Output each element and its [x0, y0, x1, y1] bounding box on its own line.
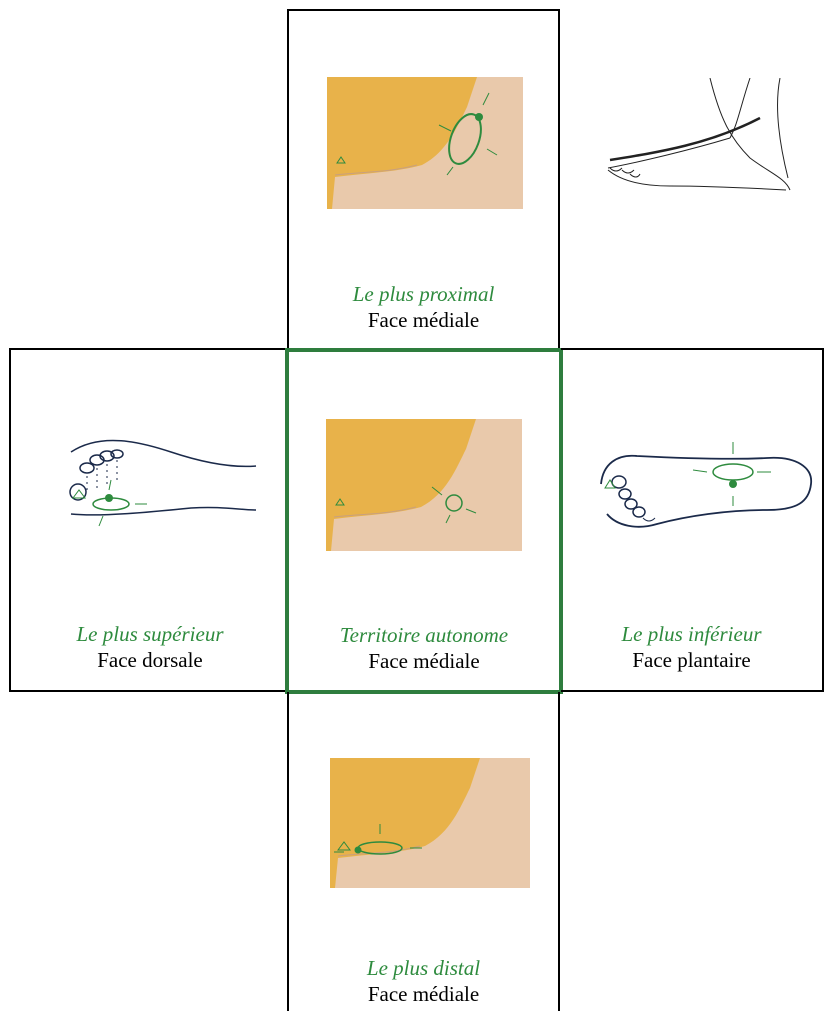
foot-sketch-plantar [597, 434, 819, 546]
caption-subtitle-inferieur: Face plantaire [561, 647, 822, 673]
foot-photo-medial-distal [330, 758, 530, 888]
caption-title-inferieur: Le plus inférieur [561, 621, 822, 647]
foot-photo-medial-autonomous [326, 419, 522, 551]
caption-title-distal: Le plus distal [289, 955, 558, 981]
caption-subtitle-distal: Face médiale [289, 981, 558, 1007]
caption-title-proximal: Le plus proximal [289, 281, 558, 307]
panel-territoire-autonome: Territoire autonome Face médiale [285, 348, 563, 694]
panel-distal: Le plus distal Face médiale [287, 692, 560, 1011]
caption-subtitle-territoire: Face médiale [289, 648, 559, 674]
foot-sketch-dorsal [61, 402, 261, 552]
panel-inferieur: Le plus inférieur Face plantaire [561, 348, 824, 692]
panel-superieur: Le plus supérieur Face dorsale [9, 348, 289, 692]
caption-subtitle-superieur: Face dorsale [11, 647, 289, 673]
caption-title-superieur: Le plus supérieur [11, 621, 289, 647]
panel-proximal: Le plus proximal Face médiale [287, 9, 560, 352]
foot-sketch-medial [600, 78, 796, 198]
foot-photo-medial-proximal [327, 77, 523, 209]
caption-subtitle-proximal: Face médiale [289, 307, 558, 333]
caption-title-territoire: Territoire autonome [289, 622, 559, 648]
